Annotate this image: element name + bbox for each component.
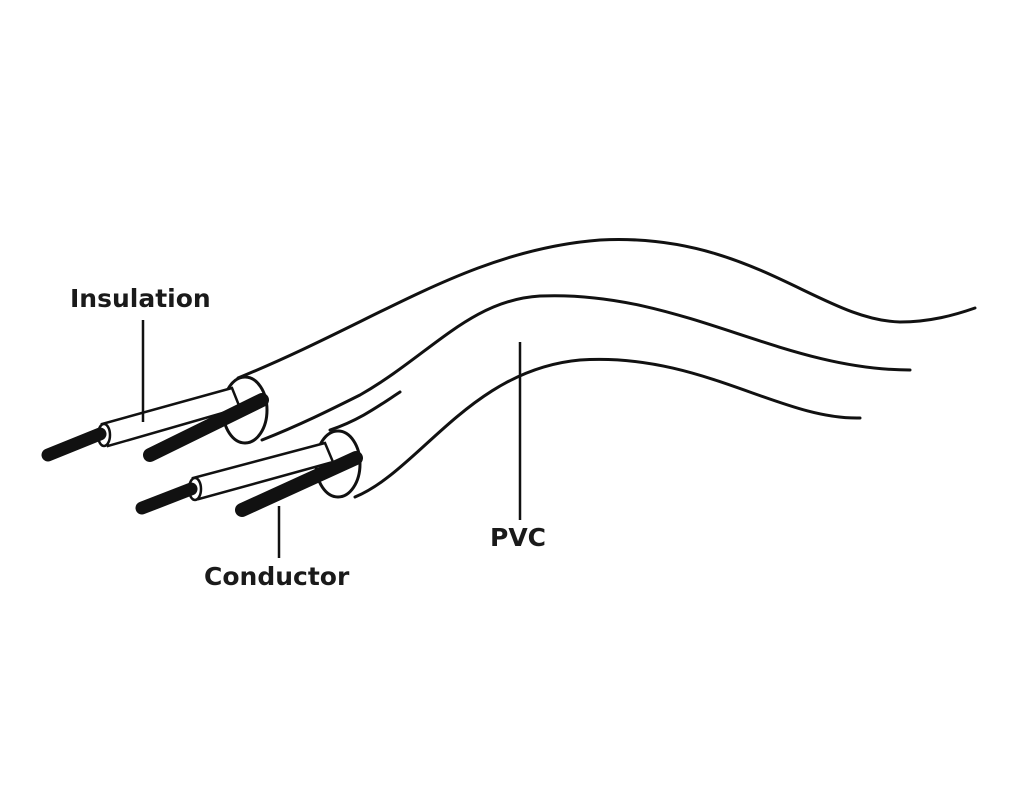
black-wire-2 <box>235 451 363 517</box>
cable-bottom-outline <box>353 357 862 499</box>
conductor-tip-2 <box>135 482 198 515</box>
cable-top-outline <box>236 238 977 380</box>
black-wire-1 <box>143 393 269 462</box>
conductor-label: Conductor <box>204 562 350 591</box>
pvc-label: PVC <box>490 523 547 552</box>
cable-middle-outline <box>260 294 912 442</box>
insulation-label: Insulation <box>70 284 211 313</box>
cable2-top-outline <box>328 390 402 432</box>
insulated-wire-2 <box>135 441 335 515</box>
insulated-wire-1 <box>41 386 242 462</box>
conductor-tip-1 <box>41 427 107 462</box>
